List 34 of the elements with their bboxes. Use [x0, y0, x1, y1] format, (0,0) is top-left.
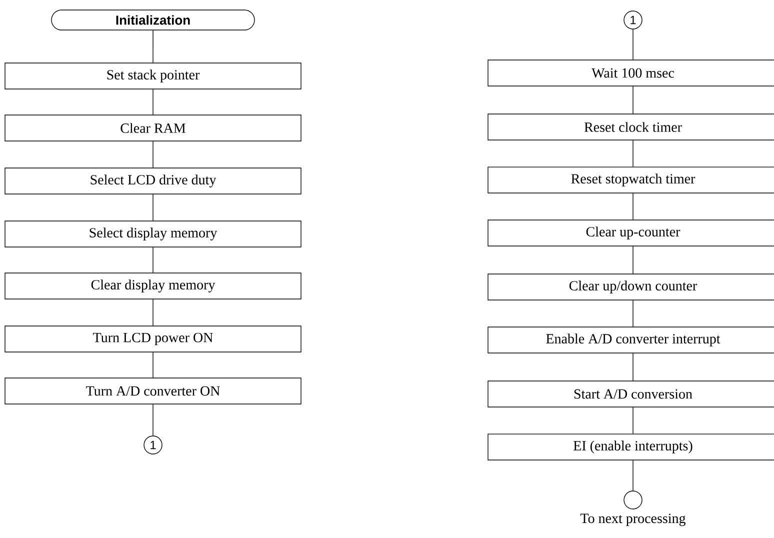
process-box: Start A/D conversion — [488, 380, 774, 408]
connector-line — [632, 406, 634, 434]
process-box: Clear up-counter — [488, 220, 774, 246]
caption-text: To next processing — [580, 514, 686, 526]
process-box: EI (enable interrupts) — [488, 434, 774, 460]
process-box: Clear display memory — [4, 272, 302, 300]
connector-line — [632, 193, 634, 220]
connector-line — [632, 353, 634, 381]
process-box: Enable A/D converter interrupt — [488, 326, 774, 354]
connector-line — [152, 141, 154, 168]
connector-line — [152, 299, 154, 326]
connector-line — [152, 352, 154, 378]
connector-line — [152, 404, 154, 436]
connector-line — [152, 247, 154, 273]
process-box: Set stack pointer — [4, 62, 302, 90]
process-box: Clear up/down counter — [488, 274, 774, 300]
connector-line — [632, 246, 634, 274]
connector-line — [152, 89, 154, 115]
process-box: Turn A/D converter ON — [4, 378, 302, 404]
connector-line — [632, 86, 634, 114]
connector-line — [632, 140, 634, 167]
connector-line — [632, 29, 634, 60]
connector-circle — [624, 490, 642, 510]
process-box: Reset clock timer — [488, 114, 774, 140]
process-box: Reset stopwatch timer — [488, 166, 774, 194]
connector-line — [152, 194, 154, 221]
connector-line — [152, 30, 154, 63]
process-box: Select display memory — [4, 220, 302, 248]
connector-line — [632, 300, 634, 327]
process-box: Turn LCD power ON — [4, 326, 302, 352]
process-box: Clear RAM — [4, 114, 302, 142]
process-box: Select LCD drive duty — [4, 168, 302, 194]
process-box: Wait 100 msec — [488, 60, 774, 86]
connector-line — [632, 460, 634, 491]
